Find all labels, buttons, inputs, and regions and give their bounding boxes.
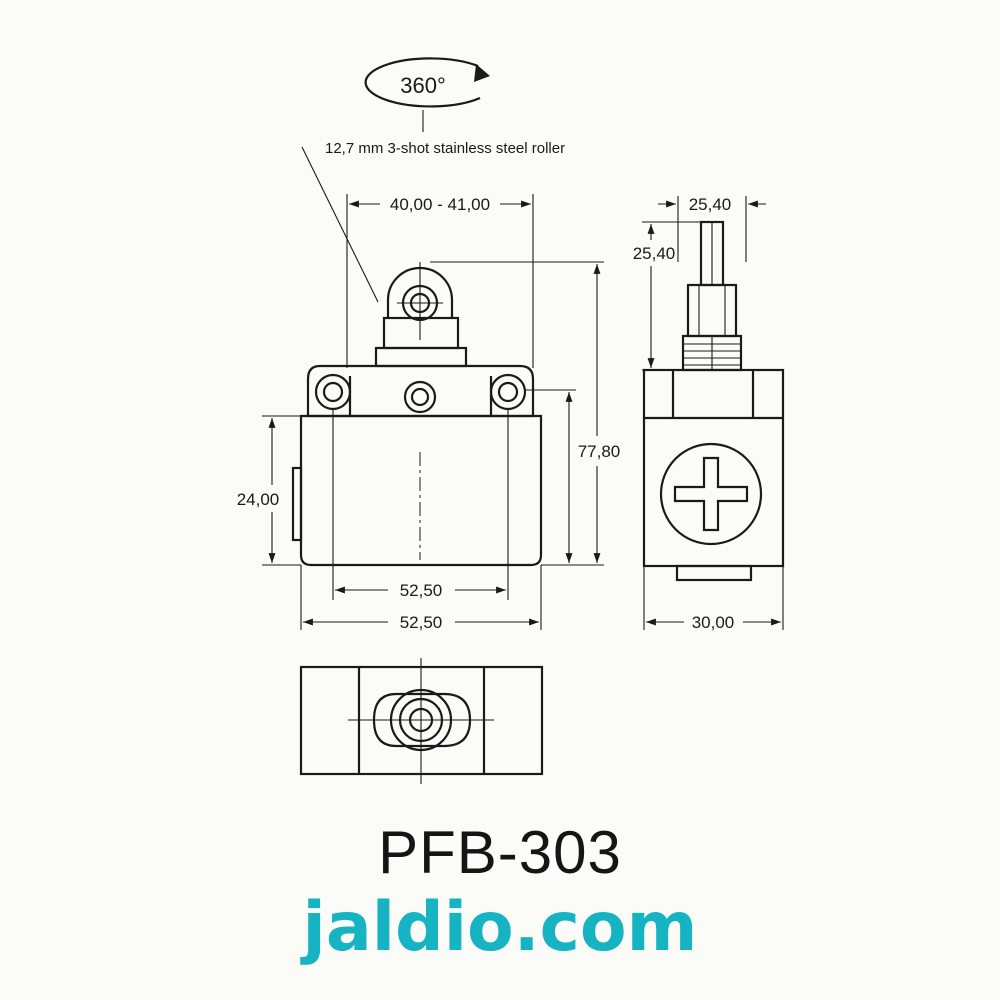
rotation-arc [364, 57, 481, 108]
dim-side-body-width: 30,00 [692, 613, 735, 632]
plunger-body [686, 283, 738, 338]
bottom-view [299, 658, 544, 784]
dim-side-actuator-height: 25,40 [633, 244, 676, 263]
side-body [642, 368, 785, 568]
dim-hole-spacing: 52,50 [400, 581, 443, 600]
rotation-indicator: 360° [364, 57, 490, 132]
roller-leader-line [301, 146, 379, 303]
side-view [642, 196, 785, 630]
actuator-nut [374, 346, 468, 368]
dim-top-width: 40,00 - 41,00 [390, 195, 490, 214]
side-bottom-tab [675, 564, 753, 582]
brand-link[interactable]: jaldio.com [302, 888, 698, 967]
mounting-ear-right [489, 373, 527, 411]
front-body [299, 414, 543, 567]
side-cover-screw [659, 442, 763, 546]
center-screw-inner [410, 387, 430, 407]
bottom-gland-housing [372, 692, 472, 748]
mounting-ear-left [314, 373, 352, 411]
roller-note: 12,7 mm 3-shot stainless steel roller [325, 140, 565, 157]
side-dimensions: 25,40 25,40 30,00 [633, 195, 781, 632]
dim-body-width: 52,50 [400, 613, 443, 632]
center-screw-outer [403, 380, 437, 414]
mounting-hole-left [322, 381, 344, 403]
front-side-tab [291, 466, 303, 542]
front-view [262, 194, 604, 630]
dim-total-height: 77,80 [578, 442, 621, 461]
model-number: PFB-303 [378, 819, 622, 886]
rotation-arrowhead [474, 64, 490, 82]
rotation-label: 360° [400, 73, 446, 98]
mounting-hole-right [497, 381, 519, 403]
dim-side-height: 24,00 [237, 490, 280, 509]
dim-side-actuator-width: 25,40 [689, 195, 732, 214]
front-dimensions: 40,00 - 41,00 77,80 24,00 52,50 52,50 [237, 195, 621, 632]
cross-screw-slot-icon [673, 456, 749, 532]
actuator-stem [382, 316, 460, 350]
